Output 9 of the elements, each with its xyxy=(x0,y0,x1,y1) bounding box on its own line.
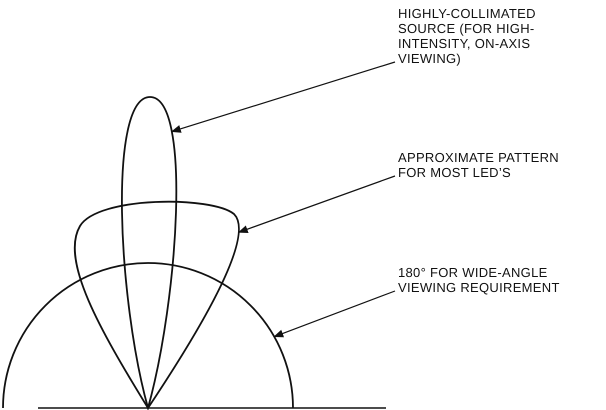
leader-line xyxy=(238,175,396,233)
semicircle-curve xyxy=(2,262,294,408)
callout-text: HIGHLY-COLLIMATED SOURCE (FOR HIGH-INTENSITY, ON-AXIS VIEWING) xyxy=(398,6,548,66)
leader-line xyxy=(273,290,396,338)
callout-text: 180° FOR WIDE-ANGLE VIEWING REQUIREMENT xyxy=(398,265,603,295)
callout-text: APPROXIMATE PATTERN FOR MOST LED’S xyxy=(398,150,576,180)
narrow-beam-curve xyxy=(121,96,178,409)
heart-shaped-pattern-curve xyxy=(74,200,240,409)
leader-line xyxy=(170,61,396,133)
